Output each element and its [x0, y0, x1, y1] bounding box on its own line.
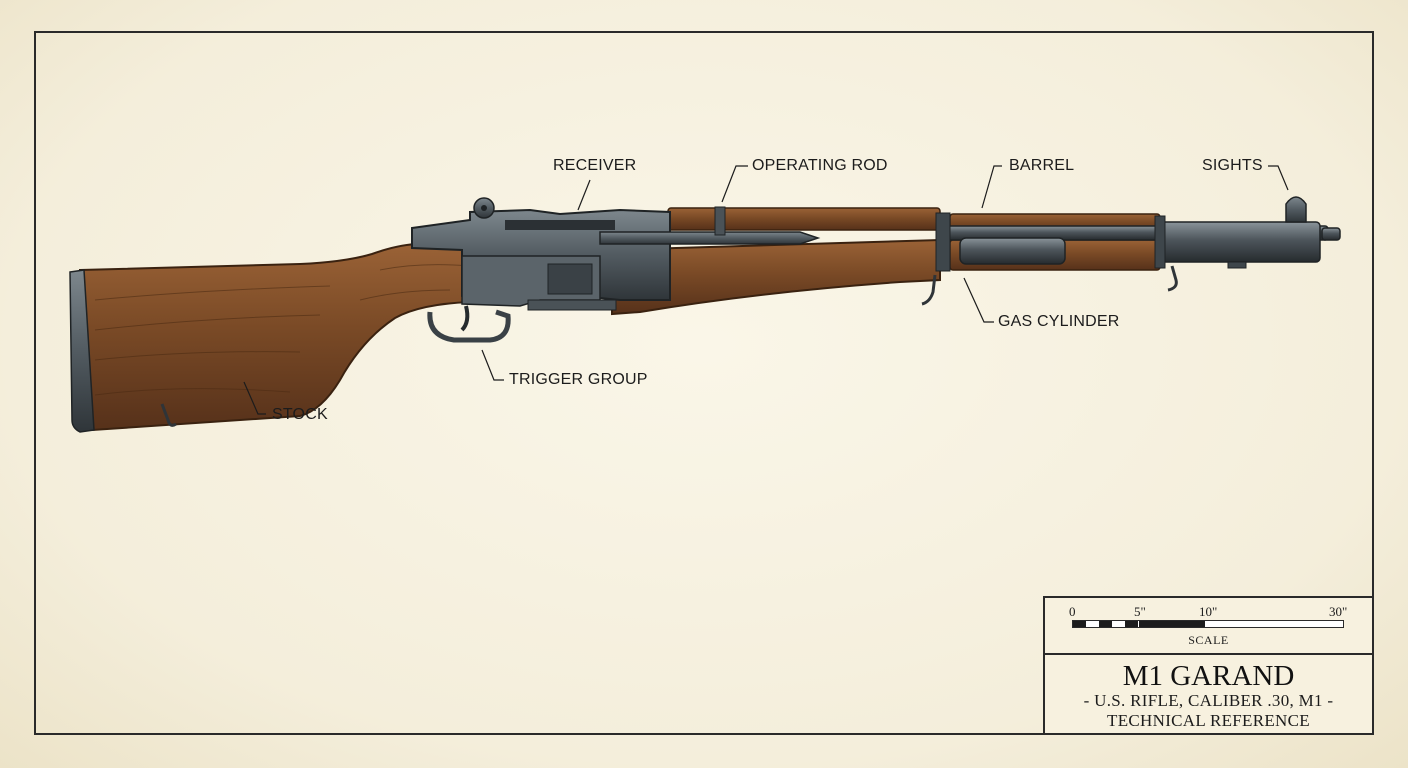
label-gas-cylinder: GAS CYLINDER: [998, 313, 1120, 330]
label-trigger-group: TRIGGER GROUP: [509, 371, 648, 388]
leader-operating-rod: [721, 165, 748, 203]
leader-trigger-group: [481, 349, 504, 381]
leader-gas-cylinder: [963, 277, 994, 323]
front-band: [1154, 215, 1166, 269]
operating-rod: [599, 231, 821, 245]
muzzle: [1321, 227, 1341, 241]
leader-sights: [1268, 165, 1289, 191]
scale-tick-10: 10": [1199, 604, 1218, 619]
drawing-subtitle: - U.S. RIFLE, CALIBER .30, M1 -: [1083, 691, 1334, 710]
drawing-title: M1 GARAND: [1122, 660, 1295, 692]
scale-bar: [1072, 620, 1344, 628]
barrel-band: [935, 212, 951, 272]
forend-wood: [611, 238, 941, 316]
label-operating-rod: OPERATING ROD: [752, 157, 888, 174]
drawing-note: TECHNICAL REFERENCE: [1107, 711, 1310, 730]
scale-tick-5: 5": [1134, 604, 1146, 619]
label-sights: SIGHTS: [1202, 157, 1263, 174]
leader-barrel: [981, 165, 1002, 209]
floor-plate: [527, 299, 617, 311]
label-barrel: BARREL: [1009, 157, 1075, 174]
label-stock: STOCK: [272, 406, 328, 423]
scale-caption: SCALE: [1188, 633, 1229, 647]
op-rod-band: [714, 206, 726, 236]
scale-tick-0: 0: [1069, 604, 1076, 619]
stock-grain: [94, 264, 471, 396]
leader-receiver: [577, 179, 591, 211]
trigger: [460, 305, 470, 332]
front-sling-swivel: [1167, 265, 1178, 292]
front-sight: [1285, 196, 1307, 223]
middle-sling-swivel: [921, 274, 937, 306]
gas-cylinder: [959, 237, 1066, 265]
rear-sling-swivel: [160, 403, 177, 427]
drawing-border: [34, 31, 1374, 735]
bayonet-lug: [1227, 261, 1247, 269]
label-receiver: RECEIVER: [553, 157, 637, 174]
leader-stock: [243, 381, 266, 415]
title-block: 0 5" 10" 30" SCALE M1 GARAND - U.S. RIFL…: [1043, 596, 1374, 735]
trigger-cutout: [547, 263, 593, 295]
receiver-slot: [505, 220, 615, 230]
trigger-guard: [427, 309, 511, 343]
title-divider: [1045, 653, 1372, 655]
stock-shape: [79, 242, 521, 432]
scale-tick-30: 30": [1329, 604, 1348, 619]
rear-sight-drum-center: [481, 205, 487, 211]
butt-plate: [69, 269, 95, 433]
